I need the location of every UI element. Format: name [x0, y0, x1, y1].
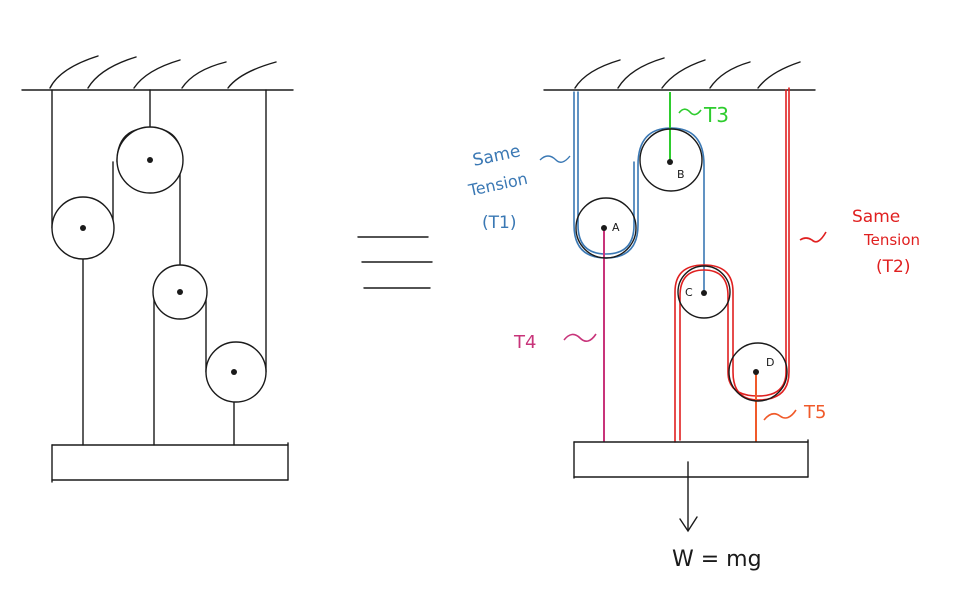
- t3-annotation: T3: [678, 103, 729, 127]
- right-block: [573, 439, 809, 479]
- weight-arrow: [679, 461, 698, 533]
- left-pulley-3: [152, 264, 208, 320]
- t5-label: T5: [803, 402, 826, 423]
- pulley-c: C: [677, 265, 731, 319]
- t3-label: T3: [703, 103, 729, 127]
- pulley-b: B: [639, 128, 703, 192]
- equivalence-sign: [357, 236, 433, 289]
- t4-annotation: T4: [513, 332, 597, 353]
- pulley-d-label: D: [766, 356, 774, 369]
- t1-note-line1: Same: [471, 141, 522, 171]
- t2-note-line3: (T2): [876, 257, 910, 277]
- pulley-b-label: B: [677, 168, 685, 181]
- left-system: [21, 55, 294, 483]
- pulley-c-label: C: [685, 286, 693, 299]
- t2-note-line2: Tension: [863, 231, 920, 249]
- right-system: A B C D W = mg: [466, 57, 920, 572]
- t1-note-line2: Tension: [466, 169, 529, 200]
- pulley-a: A: [575, 197, 637, 259]
- left-block: [51, 442, 289, 483]
- rope-tension-t2: [674, 87, 790, 443]
- left-pulley-2: [116, 126, 184, 194]
- t1-annotation: Same Tension (T1): [466, 141, 571, 233]
- left-pulley-1: [51, 196, 115, 260]
- t2-annotation: Same Tension (T2): [799, 207, 920, 277]
- rope-tension-t1: [573, 91, 705, 293]
- left-pulley-4: [205, 341, 267, 403]
- t5-annotation: T5: [763, 402, 826, 423]
- pulley-a-label: A: [612, 221, 620, 234]
- left-ceiling: [21, 55, 294, 91]
- weight-label: W = mg: [672, 547, 762, 572]
- t1-note-line3: (T1): [482, 213, 516, 233]
- t2-note-line1: Same: [852, 207, 900, 227]
- pulley-d: D: [728, 342, 788, 402]
- t4-label: T4: [513, 332, 536, 353]
- right-ceiling: [543, 57, 816, 91]
